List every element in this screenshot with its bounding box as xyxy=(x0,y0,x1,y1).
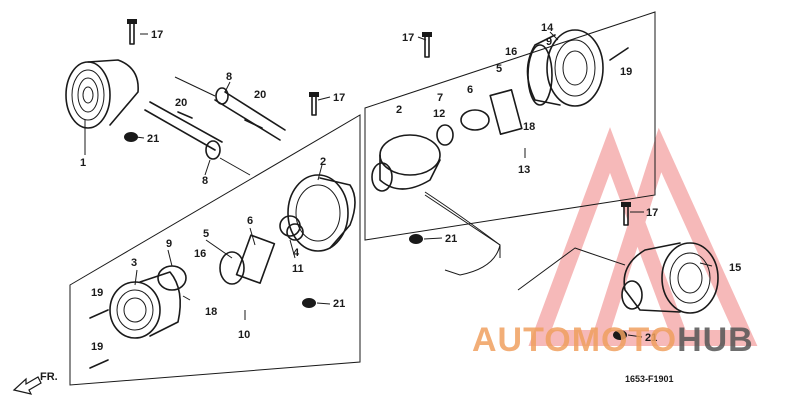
signal-housing-right xyxy=(371,134,501,258)
callout-16-right: 16 xyxy=(505,46,517,58)
callout-8-upper: 8 xyxy=(226,71,232,83)
signal-housing-left xyxy=(286,174,356,252)
socket-and-brackets xyxy=(182,89,523,301)
callout-14: 14 xyxy=(541,22,554,34)
callout-9-left: 9 xyxy=(166,238,172,250)
callout-21-a: 21 xyxy=(147,133,159,145)
callout-10: 10 xyxy=(238,329,250,341)
leader-lines xyxy=(84,31,713,338)
callout-17-b: 17 xyxy=(402,32,414,44)
callout-7: 7 xyxy=(437,92,443,104)
callout-19-a: 19 xyxy=(91,287,103,299)
front-direction-arrow: FR. xyxy=(12,371,58,395)
callout-15: 15 xyxy=(729,262,741,274)
callout-12: 12 xyxy=(433,108,445,120)
fasteners xyxy=(89,19,631,369)
assembly-frame-left xyxy=(69,114,361,386)
callout-18-right: 18 xyxy=(523,121,535,133)
turn-signal-lens-rear-left xyxy=(109,265,187,339)
callout-1: 1 xyxy=(80,157,86,169)
callout-13: 13 xyxy=(518,164,530,176)
turn-signal-assembly-right xyxy=(517,242,719,314)
callout-5-left: 5 xyxy=(203,228,209,240)
assembly-frame-right xyxy=(364,11,656,241)
callout-20-a: 20 xyxy=(175,97,187,109)
watermark-wordmark: AUTOMOTOHUB xyxy=(472,322,754,358)
callout-19-c: 19 xyxy=(620,66,632,78)
callout-6-right: 6 xyxy=(467,84,473,96)
turn-signal-lens-rear-right xyxy=(526,29,604,107)
signal-stem-lower xyxy=(144,101,251,176)
figure-code: 1653-F1901 xyxy=(625,374,674,384)
watermark-part-2: HUB xyxy=(677,321,754,359)
callout-17-d: 17 xyxy=(646,207,658,219)
callout-5-right: 5 xyxy=(496,63,502,75)
callout-21-d: 21 xyxy=(645,332,657,344)
callout-21-b: 21 xyxy=(445,233,457,245)
callout-20-b: 20 xyxy=(254,89,266,101)
signal-stem-upper xyxy=(174,76,286,141)
callout-17-c: 17 xyxy=(333,92,345,104)
callout-6-left: 6 xyxy=(247,215,253,227)
callout-16-left: 16 xyxy=(194,248,206,260)
turn-signal-lens-front-left xyxy=(65,59,139,129)
callout-19-b: 19 xyxy=(91,341,103,353)
callout-2-right: 2 xyxy=(396,104,402,116)
callout-8-lower: 8 xyxy=(202,175,208,187)
callout-3: 3 xyxy=(131,257,137,269)
callouts: 1 2 2 3 4 5 5 6 6 7 8 8 9 9 10 11 12 13 … xyxy=(80,22,741,353)
callout-11: 11 xyxy=(292,263,304,275)
direction-label: FR. xyxy=(40,371,58,383)
callout-2-left: 2 xyxy=(320,156,326,168)
callout-4: 4 xyxy=(293,247,300,259)
watermark-logo xyxy=(528,127,758,346)
watermark-part-1: AUTOMOTO xyxy=(472,321,678,359)
callout-18-left: 18 xyxy=(205,306,217,318)
callout-9-right: 9 xyxy=(546,36,552,48)
callout-17-a: 17 xyxy=(151,29,163,41)
callout-21-c: 21 xyxy=(333,298,345,310)
